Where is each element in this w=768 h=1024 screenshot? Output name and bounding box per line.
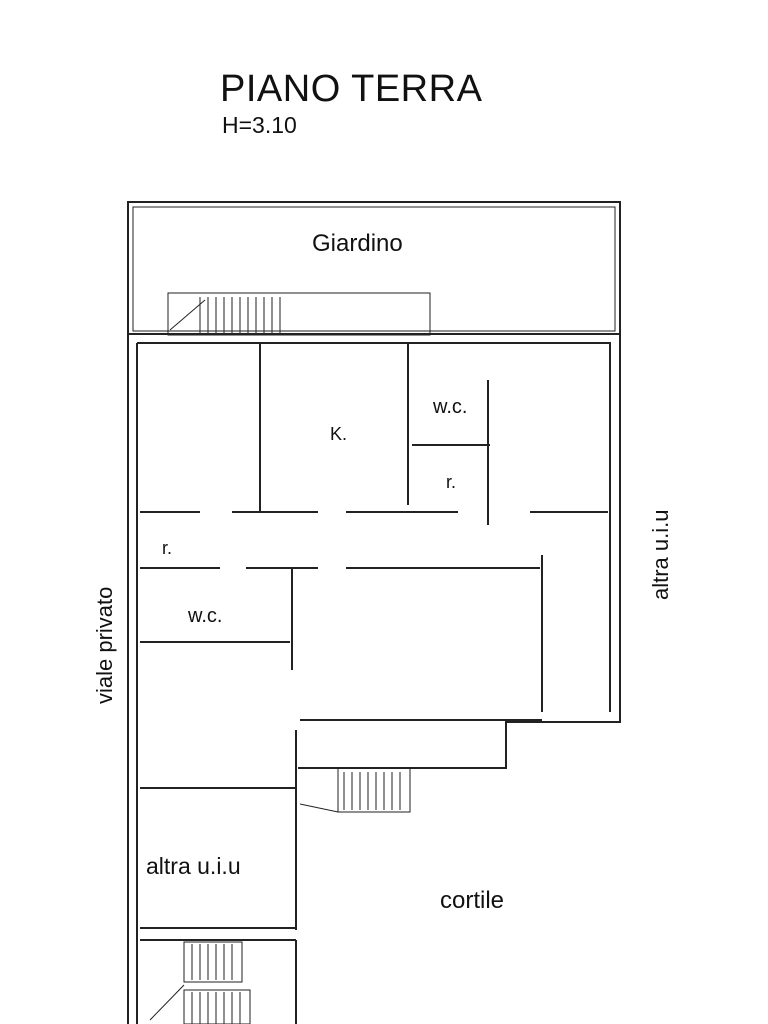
garden-stairs <box>167 292 431 336</box>
garden-label: Giardino <box>312 230 403 257</box>
kitchen-label: K. <box>330 424 347 444</box>
other-unit-right-label: altra u.i.u <box>648 510 673 601</box>
wc-left-label: w.c. <box>187 605 222 627</box>
private-road-label: viale privato <box>92 587 117 704</box>
wc-top-label: w.c. <box>432 396 467 418</box>
courtyard-stairs <box>299 767 411 813</box>
closet-left-label: r. <box>162 538 172 558</box>
lower-stairs <box>149 941 251 1024</box>
walls <box>127 201 621 1024</box>
garden-outline <box>127 201 621 335</box>
ceiling-height-note: H=3.10 <box>222 112 297 138</box>
plan-title: PIANO TERRA <box>220 68 483 110</box>
other-unit-bottom-label: altra u.i.u <box>146 853 241 879</box>
courtyard-label: cortile <box>440 887 504 914</box>
exterior-wall-right <box>128 333 621 769</box>
garden-inner-line <box>132 206 616 332</box>
closet-right-label: r. <box>446 472 456 492</box>
inner-wall-top <box>137 342 611 712</box>
